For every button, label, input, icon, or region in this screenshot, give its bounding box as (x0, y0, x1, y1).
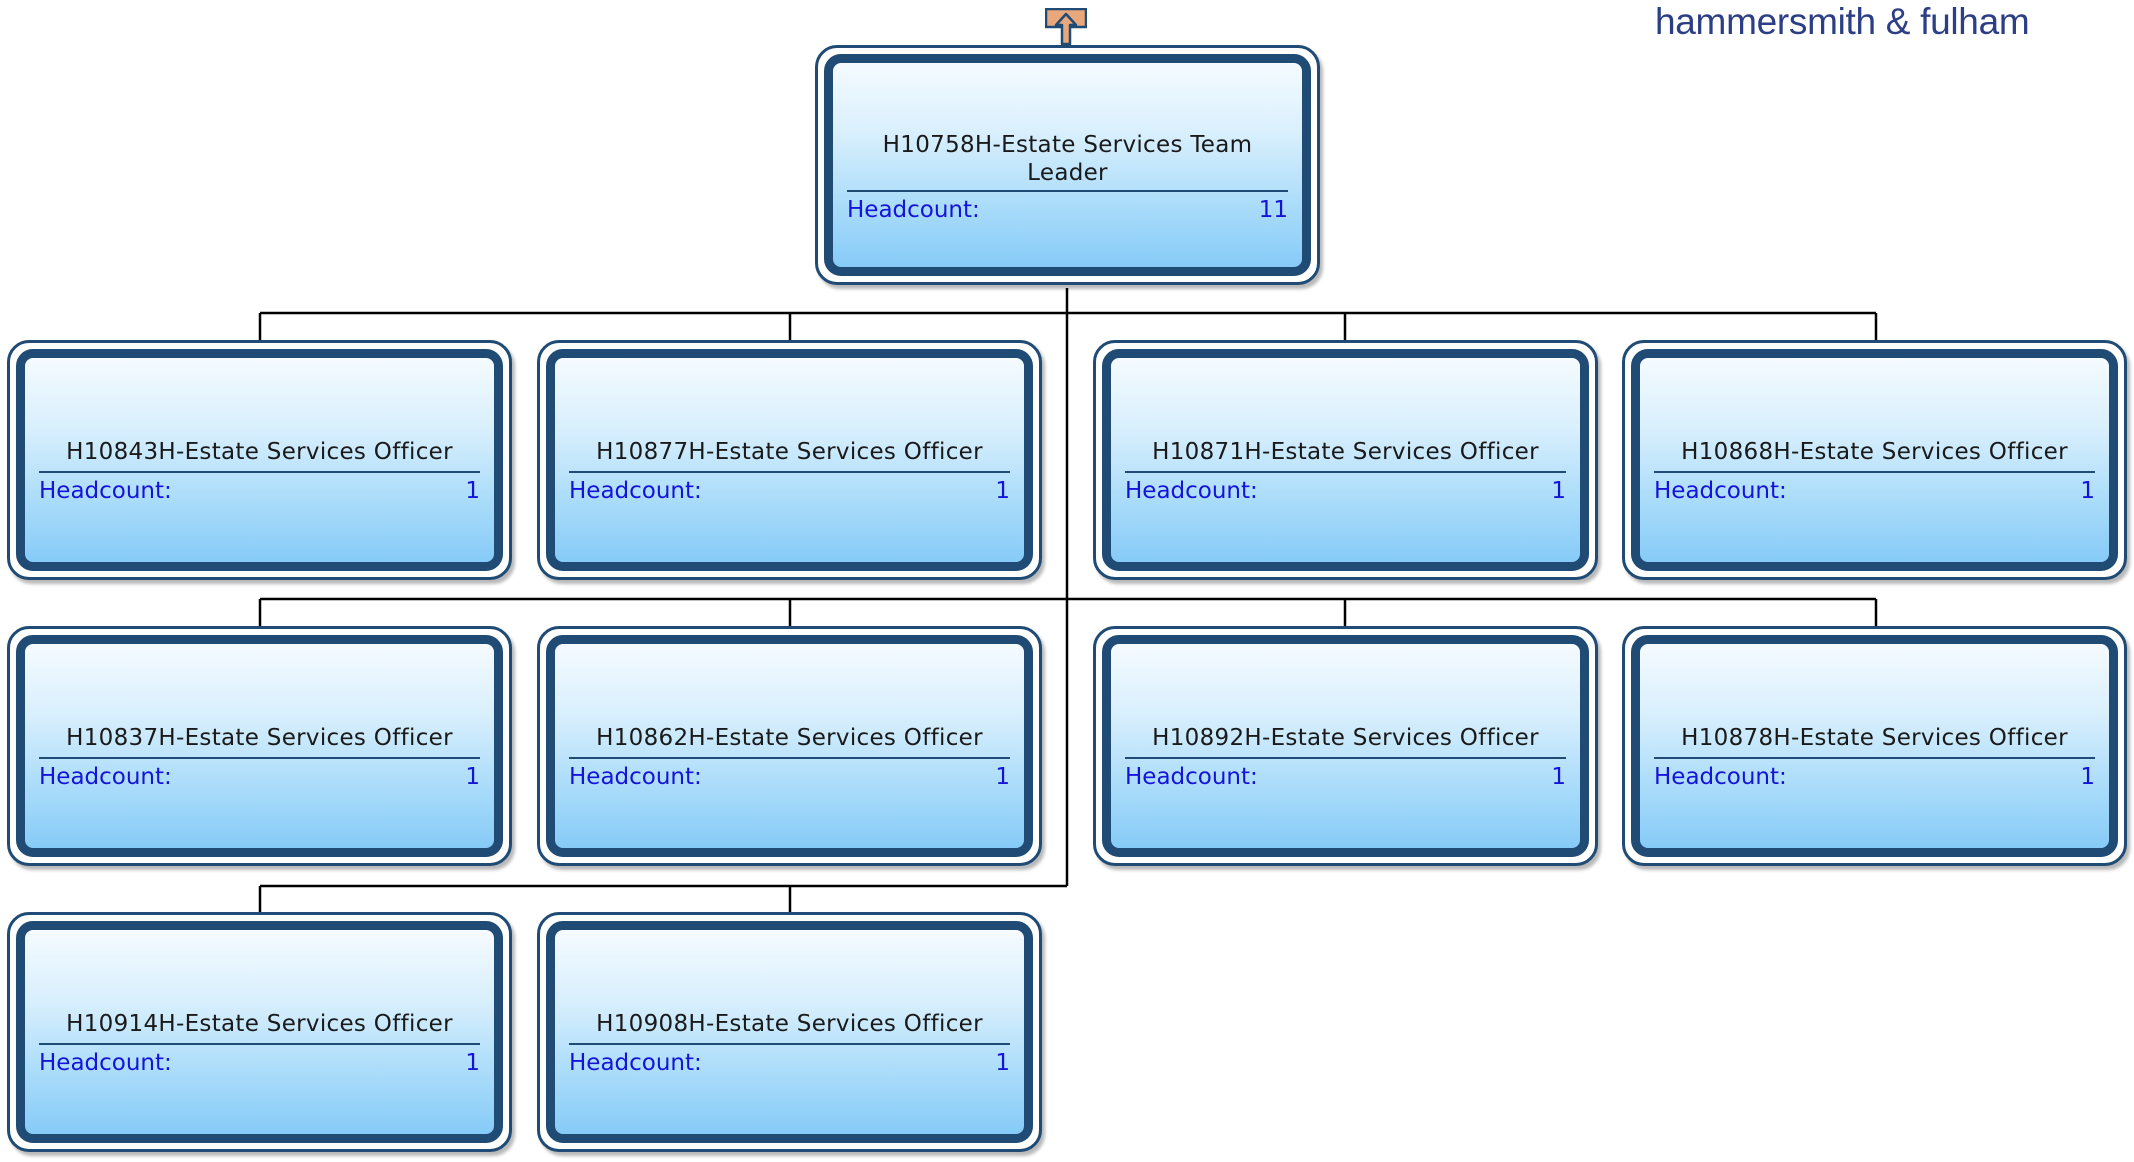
node-divider (847, 190, 1288, 192)
headcount-label: Headcount: (847, 197, 980, 223)
headcount-value: 1 (2080, 478, 2095, 504)
node-title: H10868H-Estate Services Officer (1681, 439, 2068, 465)
node-divider (569, 1043, 1010, 1045)
node-divider (1125, 471, 1566, 473)
headcount-label: Headcount: (1654, 764, 1787, 790)
council-logo: hammersmith & fulham (1655, 0, 2030, 44)
node-title: H10862H-Estate Services Officer (596, 725, 983, 751)
headcount-label: Headcount: (1125, 764, 1258, 790)
node-title: H10843H-Estate Services Officer (66, 439, 453, 465)
up-arrow-icon[interactable] (1045, 8, 1087, 46)
node-divider (39, 757, 480, 759)
headcount-label: Headcount: (569, 478, 702, 504)
node-title: H10758H-Estate Services Team Leader (882, 132, 1253, 186)
headcount-label: Headcount: (569, 764, 702, 790)
headcount-label: Headcount: (1654, 478, 1787, 504)
node-divider (569, 471, 1010, 473)
node-divider (1125, 757, 1566, 759)
node-divider (1654, 757, 2095, 759)
headcount-value: 1 (995, 764, 1010, 790)
node-divider (39, 471, 480, 473)
headcount-label: Headcount: (39, 1050, 172, 1076)
headcount-value: 1 (2080, 764, 2095, 790)
headcount-value: 1 (465, 1050, 480, 1076)
headcount-label: Headcount: (39, 478, 172, 504)
headcount-value: 1 (995, 1050, 1010, 1076)
headcount-value: 11 (1258, 197, 1288, 223)
headcount-value: 1 (1551, 764, 1566, 790)
node-title: H10871H-Estate Services Officer (1152, 439, 1539, 465)
headcount-label: Headcount: (1125, 478, 1258, 504)
headcount-value: 1 (1551, 478, 1566, 504)
node-title: H10908H-Estate Services Officer (596, 1011, 983, 1037)
headcount-value: 1 (465, 764, 480, 790)
node-divider (569, 757, 1010, 759)
headcount-label: Headcount: (39, 764, 172, 790)
logo-text: hammersmith & fulham (1655, 1, 2030, 42)
headcount-value: 1 (995, 478, 1010, 504)
node-divider (1654, 471, 2095, 473)
headcount-value: 1 (465, 478, 480, 504)
node-title: H10837H-Estate Services Officer (66, 725, 453, 751)
node-frame: H10758H-Estate Services Team Leader Head… (824, 54, 1311, 276)
node-title: H10892H-Estate Services Officer (1152, 725, 1539, 751)
headcount-label: Headcount: (569, 1050, 702, 1076)
node-title: H10878H-Estate Services Officer (1681, 725, 2068, 751)
node-divider (39, 1043, 480, 1045)
node-title: H10877H-Estate Services Officer (596, 439, 983, 465)
node-title: H10914H-Estate Services Officer (66, 1011, 453, 1037)
org-node-root[interactable]: H10758H-Estate Services Team Leader Head… (815, 45, 1320, 285)
